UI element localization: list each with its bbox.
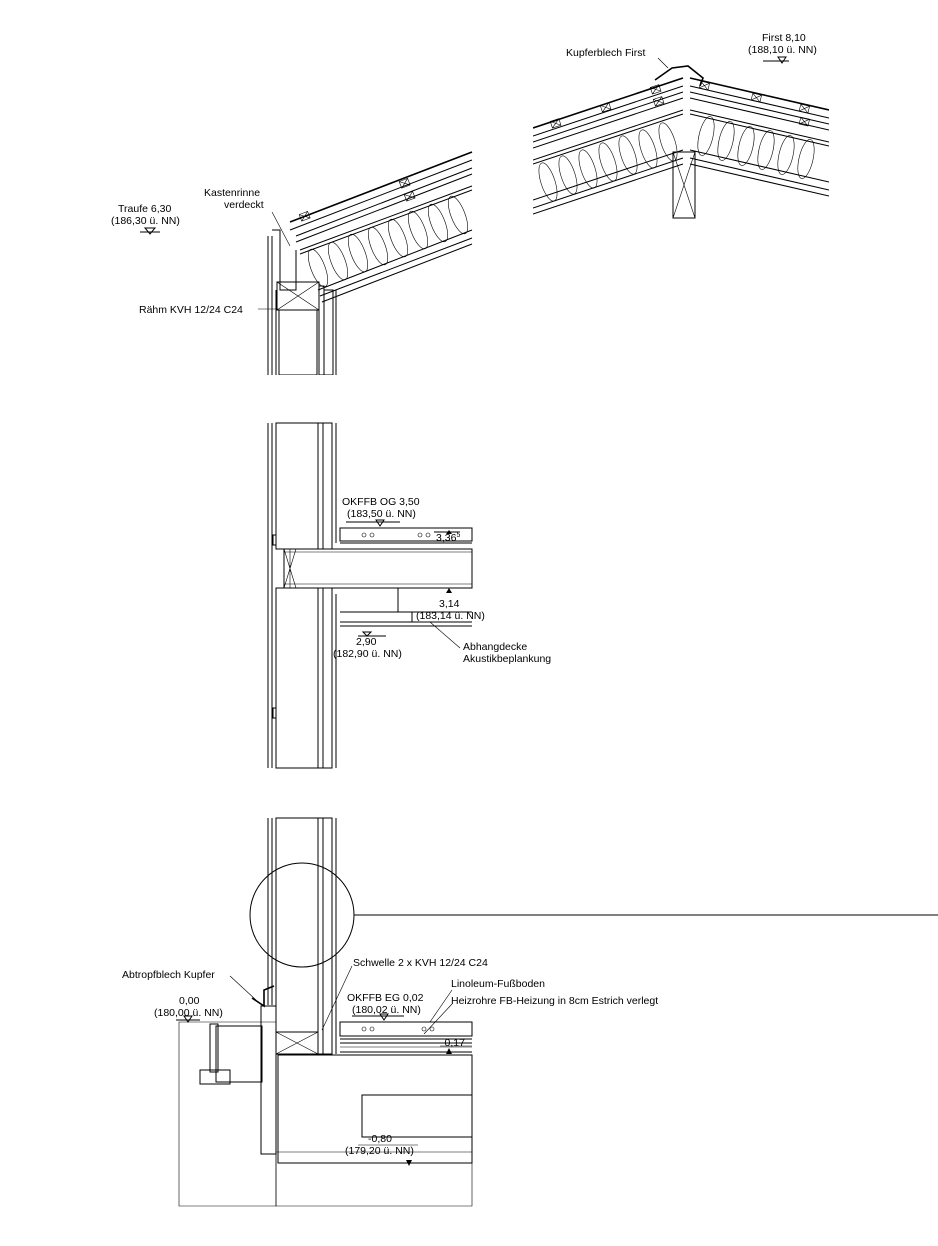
level-314-label: 3,14 xyxy=(439,598,460,610)
eaves-level-nn: (186,30 ü. NN) xyxy=(111,215,180,227)
level-000-nn: (180,00 ü. NN) xyxy=(154,1007,223,1019)
okffb-og-label: OKFFB OG 3,50 xyxy=(342,496,420,508)
ridge-detail xyxy=(533,56,829,219)
ridge-level-nn: (188,10 ü. NN) xyxy=(748,44,817,56)
eaves-level-label: Traufe 6,30 xyxy=(118,203,171,215)
sill-label: Schwelle 2 x KVH 12/24 C24 xyxy=(353,957,488,969)
drip-flashing-label: Abtropfblech Kupfer xyxy=(122,969,215,981)
suspended-ceiling-label: Abhangdecke xyxy=(463,641,527,653)
okffb-eg-label: OKFFB EG 0,02 xyxy=(347,992,424,1004)
level-336-value: 3,36 xyxy=(436,532,457,544)
base-detail xyxy=(176,817,938,1207)
okffb-eg-nn: (180,02 ü. NN) xyxy=(352,1004,421,1016)
linoleum-label: Linoleum-Fußboden xyxy=(451,978,545,990)
level-290-label: 2,90 xyxy=(356,636,377,648)
level-080-nn: (179,20 ü. NN) xyxy=(345,1145,414,1157)
level-000-label: 0,00 xyxy=(179,995,200,1007)
okffb-og-nn: (183,50 ü. NN) xyxy=(347,508,416,520)
ridge-level-label: First 8,10 xyxy=(762,32,806,44)
eaves-detail xyxy=(140,151,473,375)
level-314-nn: (183,14 ü. NN) xyxy=(416,610,485,622)
intermediate-floor-detail xyxy=(267,422,473,769)
level-336-sup: 5 xyxy=(456,532,460,539)
top-plate-label: Rähm KVH 12/24 C24 xyxy=(139,304,243,316)
gutter-label-1: Kastenrinne xyxy=(204,187,260,199)
floor-heating-label: Heizrohre FB-Heizung in 8cm Estrich verl… xyxy=(451,995,658,1007)
gutter-label-2: verdeckt xyxy=(224,199,264,211)
ridge-copper-label: Kupferblech First xyxy=(566,47,645,59)
level-017-label: -0,17 xyxy=(441,1037,465,1049)
level-336-label: 3,365 xyxy=(436,532,460,544)
level-080-label: -0,80 xyxy=(368,1133,392,1145)
acoustic-planking-label: Akustikbeplankung xyxy=(463,653,551,665)
level-290-nn: (182,90 ü. NN) xyxy=(333,648,402,660)
